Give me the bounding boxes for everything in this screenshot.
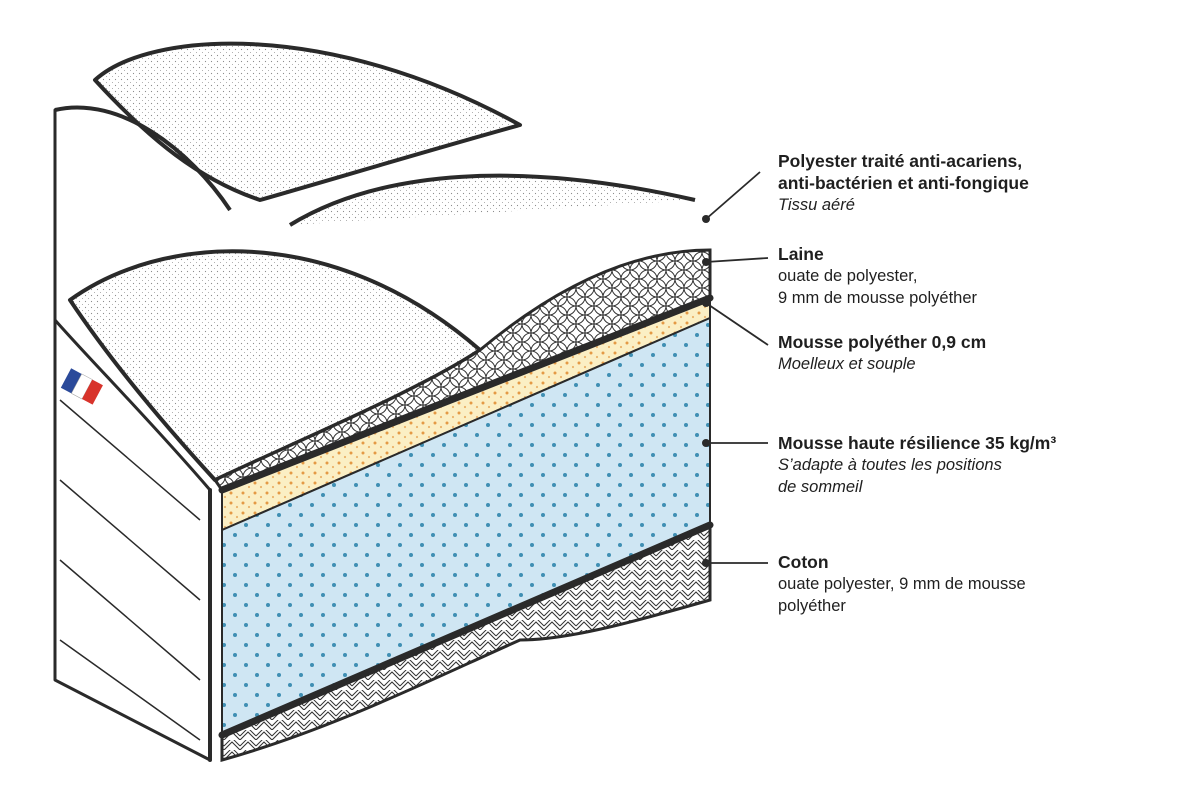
label-mousse-hr-title-1: Mousse haute résilience 35 kg/m³ [778, 433, 1057, 453]
leader-mousse-09 [705, 302, 769, 346]
band-top [218, 294, 714, 494]
layer-coton-shape [220, 522, 712, 762]
leader-dot-mousse-09 [702, 299, 710, 307]
label-mousse-hr-desc-2: de sommeil [778, 478, 863, 496]
label-coton-title-1: Coton [778, 552, 829, 572]
label-polyester-desc-1: Tissu aéré [778, 196, 855, 214]
leader-dot-laine [702, 258, 710, 266]
label-coton-desc-2: polyéther [778, 597, 846, 615]
left-side-stripes [59, 399, 201, 741]
leader-dots [702, 215, 710, 567]
label-polyester: Polyester traité anti-acariens, anti-bac… [778, 150, 1178, 216]
label-mousse-09-desc-1: Moelleux et souple [778, 355, 916, 373]
label-mousse-hr: Mousse haute résilience 35 kg/m³ S’adapt… [778, 432, 1178, 498]
label-mousse-09: Mousse polyéther 0,9 cm Moelleux et soup… [778, 331, 1178, 375]
label-laine: Laine ouate de polyester, 9 mm de mousse… [778, 243, 1178, 309]
label-laine-title-1: Laine [778, 244, 824, 264]
leader-laine [705, 257, 769, 263]
leader-dot-polyester [702, 215, 710, 223]
label-laine-desc-2: 9 mm de mousse polyéther [778, 289, 978, 307]
label-coton-desc-1: ouate polyester, 9 mm de mousse [778, 575, 1026, 593]
label-polyester-title-2: anti-bactérien et anti-fongique [778, 173, 1029, 193]
layer-laine-shape [212, 248, 712, 492]
rear-pillow-seam [54, 105, 232, 212]
leader-dot-coton [702, 559, 710, 567]
label-mousse-09-title-1: Mousse polyéther 0,9 cm [778, 332, 987, 352]
band-bottom [218, 521, 714, 739]
label-coton: Coton ouate polyester, 9 mm de mousse po… [778, 551, 1178, 617]
leader-lines [705, 171, 769, 564]
label-polyester-title-1: Polyester traité anti-acariens, [778, 151, 1023, 171]
leader-dot-mousse-hr [702, 439, 710, 447]
rear-pillow-right [288, 173, 696, 227]
rear-pillow-top [93, 41, 522, 202]
label-mousse-hr-desc-1: S’adapte à toutes les positions [778, 456, 1002, 474]
leader-polyester [705, 171, 761, 220]
french-flag-tag [60, 368, 103, 405]
label-laine-desc-1: ouate de polyester, [778, 267, 918, 285]
